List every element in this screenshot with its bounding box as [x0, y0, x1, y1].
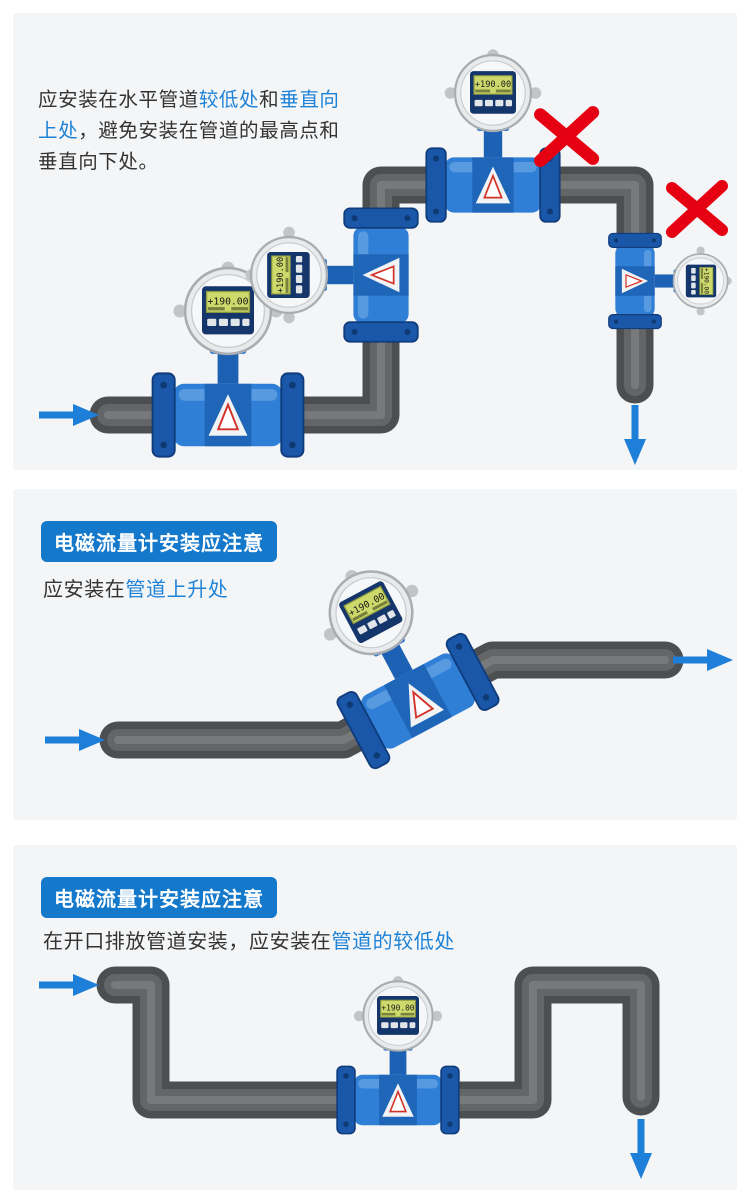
pipe-diagram-rising — [13, 535, 737, 772]
wrong-x-vertical-down — [672, 186, 722, 232]
rising-pipe-rule-text: 应安装在管道上升处 — [43, 573, 228, 602]
rule-text-segment: 在开口排放管道安装，应安装在 — [43, 931, 332, 953]
panel-rising-pipe-guide: 电磁流量计安装应注意 应安装在管道上升处 — [13, 489, 737, 820]
notice-badge: 电磁流量计安装应注意 — [41, 521, 277, 562]
flowmeter-correct-vertical-up — [244, 207, 419, 343]
pipe-diagram-horizontal — [13, 48, 733, 470]
flow-in-arrow — [39, 404, 99, 426]
flowmeter-wrong-high-point — [425, 48, 561, 223]
rule-text-segment: 和 — [259, 89, 280, 111]
flow-in-arrow — [45, 729, 105, 751]
open-discharge-rule-text: 在开口排放管道安装，应安装在管道的较低处 — [43, 925, 455, 954]
rule-text-highlight: 垂直向上处 — [38, 89, 340, 143]
flow-down-arrow — [624, 405, 646, 465]
flow-discharge-arrow — [630, 1119, 652, 1179]
wrong-x-high-point — [540, 112, 593, 160]
panel-horizontal-install-guide: 应安装在水平管道较低处和垂直向上处，避免安装在管道的最高点和垂直向下处。 — [13, 13, 737, 470]
flow-out-arrow — [673, 649, 733, 671]
flowmeter-at-low-point — [336, 975, 460, 1135]
rule-text-highlight: 管道的较低处 — [331, 931, 456, 953]
rule-text-highlight: 较低处 — [198, 89, 260, 111]
install-rule-text: 应安装在水平管道较低处和垂直向上处，避免安装在管道的最高点和垂直向下处。 — [38, 85, 352, 179]
pipe-diagram-open-discharge — [13, 966, 660, 1190]
flowmeter-wrong-vertical-down — [607, 232, 733, 330]
panel-open-discharge-guide: 电磁流量计安装应注意 在开口排放管道安装，应安装在管道的较低处 — [13, 845, 737, 1190]
rule-text-segment: 应安装在水平管道 — [38, 89, 199, 111]
notice-badge: 电磁流量计安装应注意 — [41, 877, 277, 918]
rule-text-segment: ，避免安装在管道的最高点和垂直向下处。 — [38, 120, 340, 174]
flow-in-arrow — [39, 974, 99, 996]
pipe — [96, 966, 660, 1119]
rule-text-segment: 应安装在 — [43, 579, 126, 601]
rule-text-highlight: 管道上升处 — [125, 579, 229, 601]
